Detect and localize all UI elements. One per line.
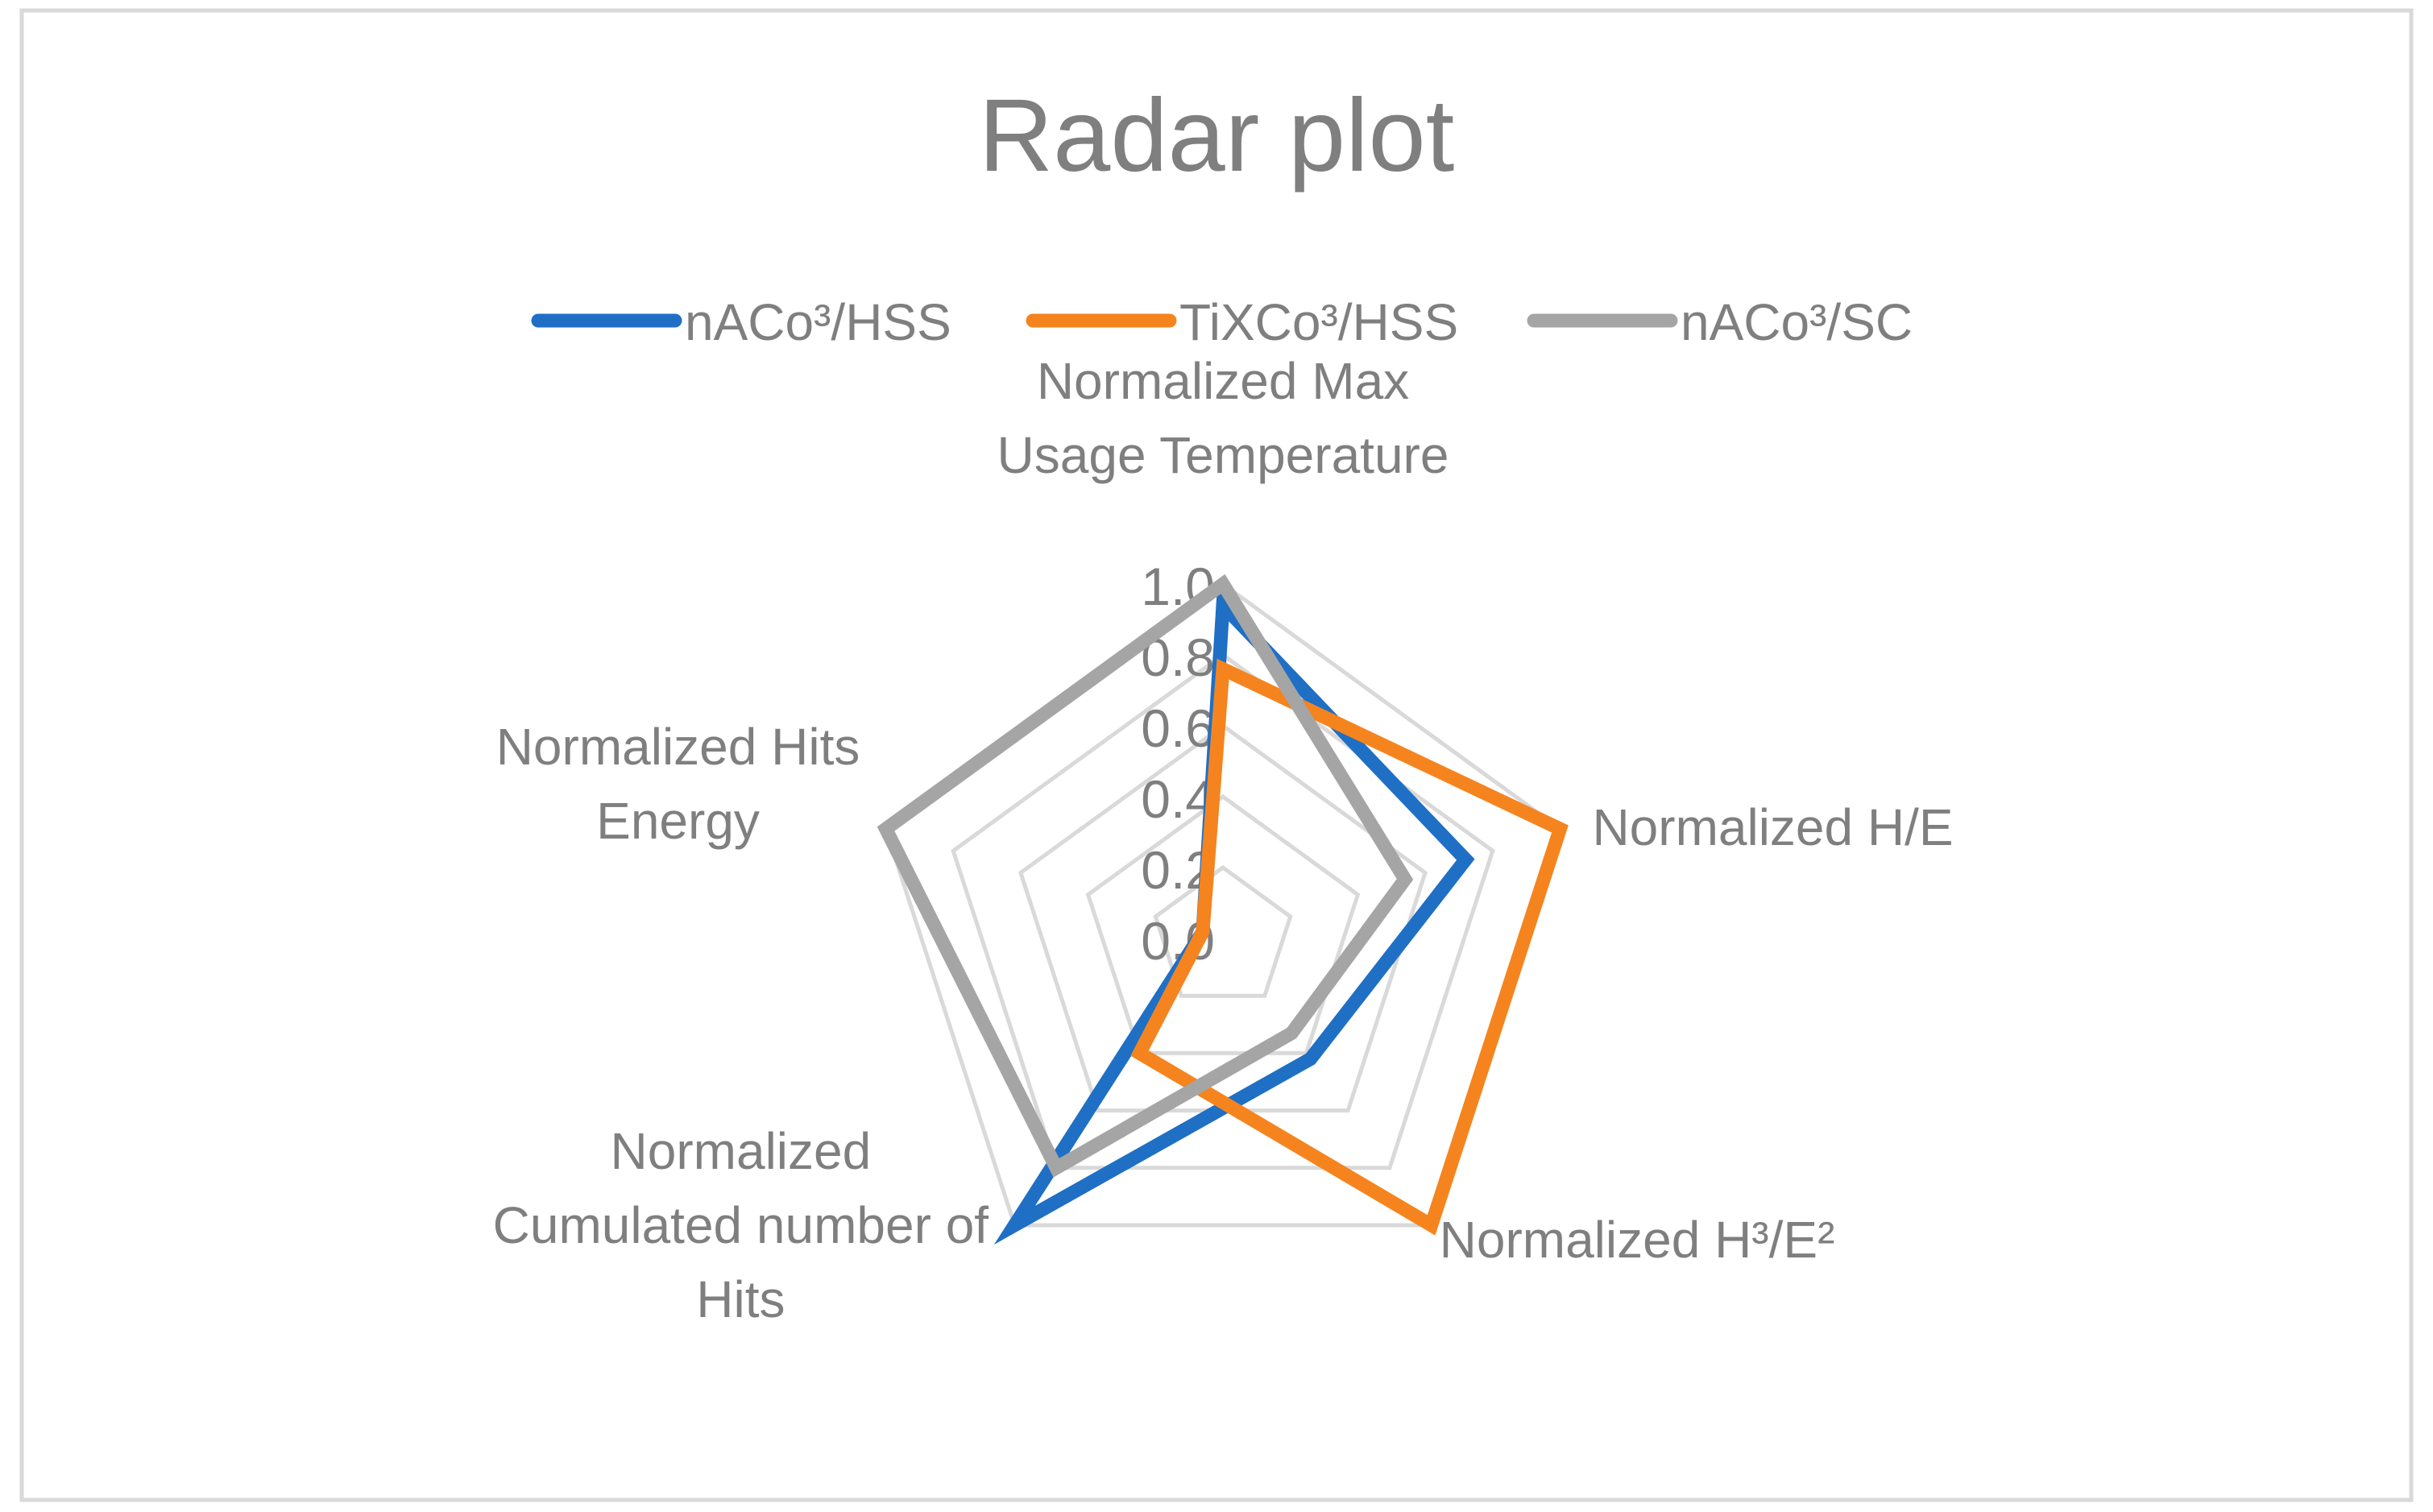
- series-group: [877, 574, 1569, 1245]
- category-label-line: Usage Temperature: [997, 426, 1449, 484]
- category-label-line: Normalized H/E: [1592, 798, 1953, 856]
- grid-ring: [1085, 793, 1361, 1055]
- category-label-line: Normalized Hits: [496, 718, 860, 776]
- category-label-line: Normalized: [611, 1122, 872, 1180]
- legend-label: nACo³/HSS: [685, 293, 951, 351]
- category-label: Normalized H/E: [1592, 798, 1953, 856]
- series-line: [877, 574, 1414, 1178]
- legend: nACo³/HSS TiXCo³/HSS nACo³/SC: [531, 293, 1913, 351]
- tick-label: 0.4: [1141, 769, 1215, 829]
- legend-label: TiXCo³/HSS: [1179, 293, 1458, 351]
- chart-title: Radar plot: [979, 78, 1455, 193]
- category-label: Normalized H³/E²: [1440, 1211, 1835, 1269]
- legend-label: nACo³/SC: [1681, 293, 1913, 351]
- series-line: [1130, 658, 1569, 1236]
- category-label-line: Hits: [696, 1270, 785, 1328]
- tick-label: 0.6: [1141, 698, 1215, 758]
- category-label-line: Cumulated number of: [493, 1196, 989, 1254]
- grid-ring: [1153, 864, 1293, 998]
- category-label-line: Energy: [596, 792, 760, 850]
- tick-label: 1.0: [1141, 557, 1215, 616]
- category-label-line: Normalized H³/E²: [1440, 1211, 1835, 1269]
- grid-ring: [951, 652, 1495, 1170]
- category-label-line: Normalized Max: [1037, 352, 1409, 410]
